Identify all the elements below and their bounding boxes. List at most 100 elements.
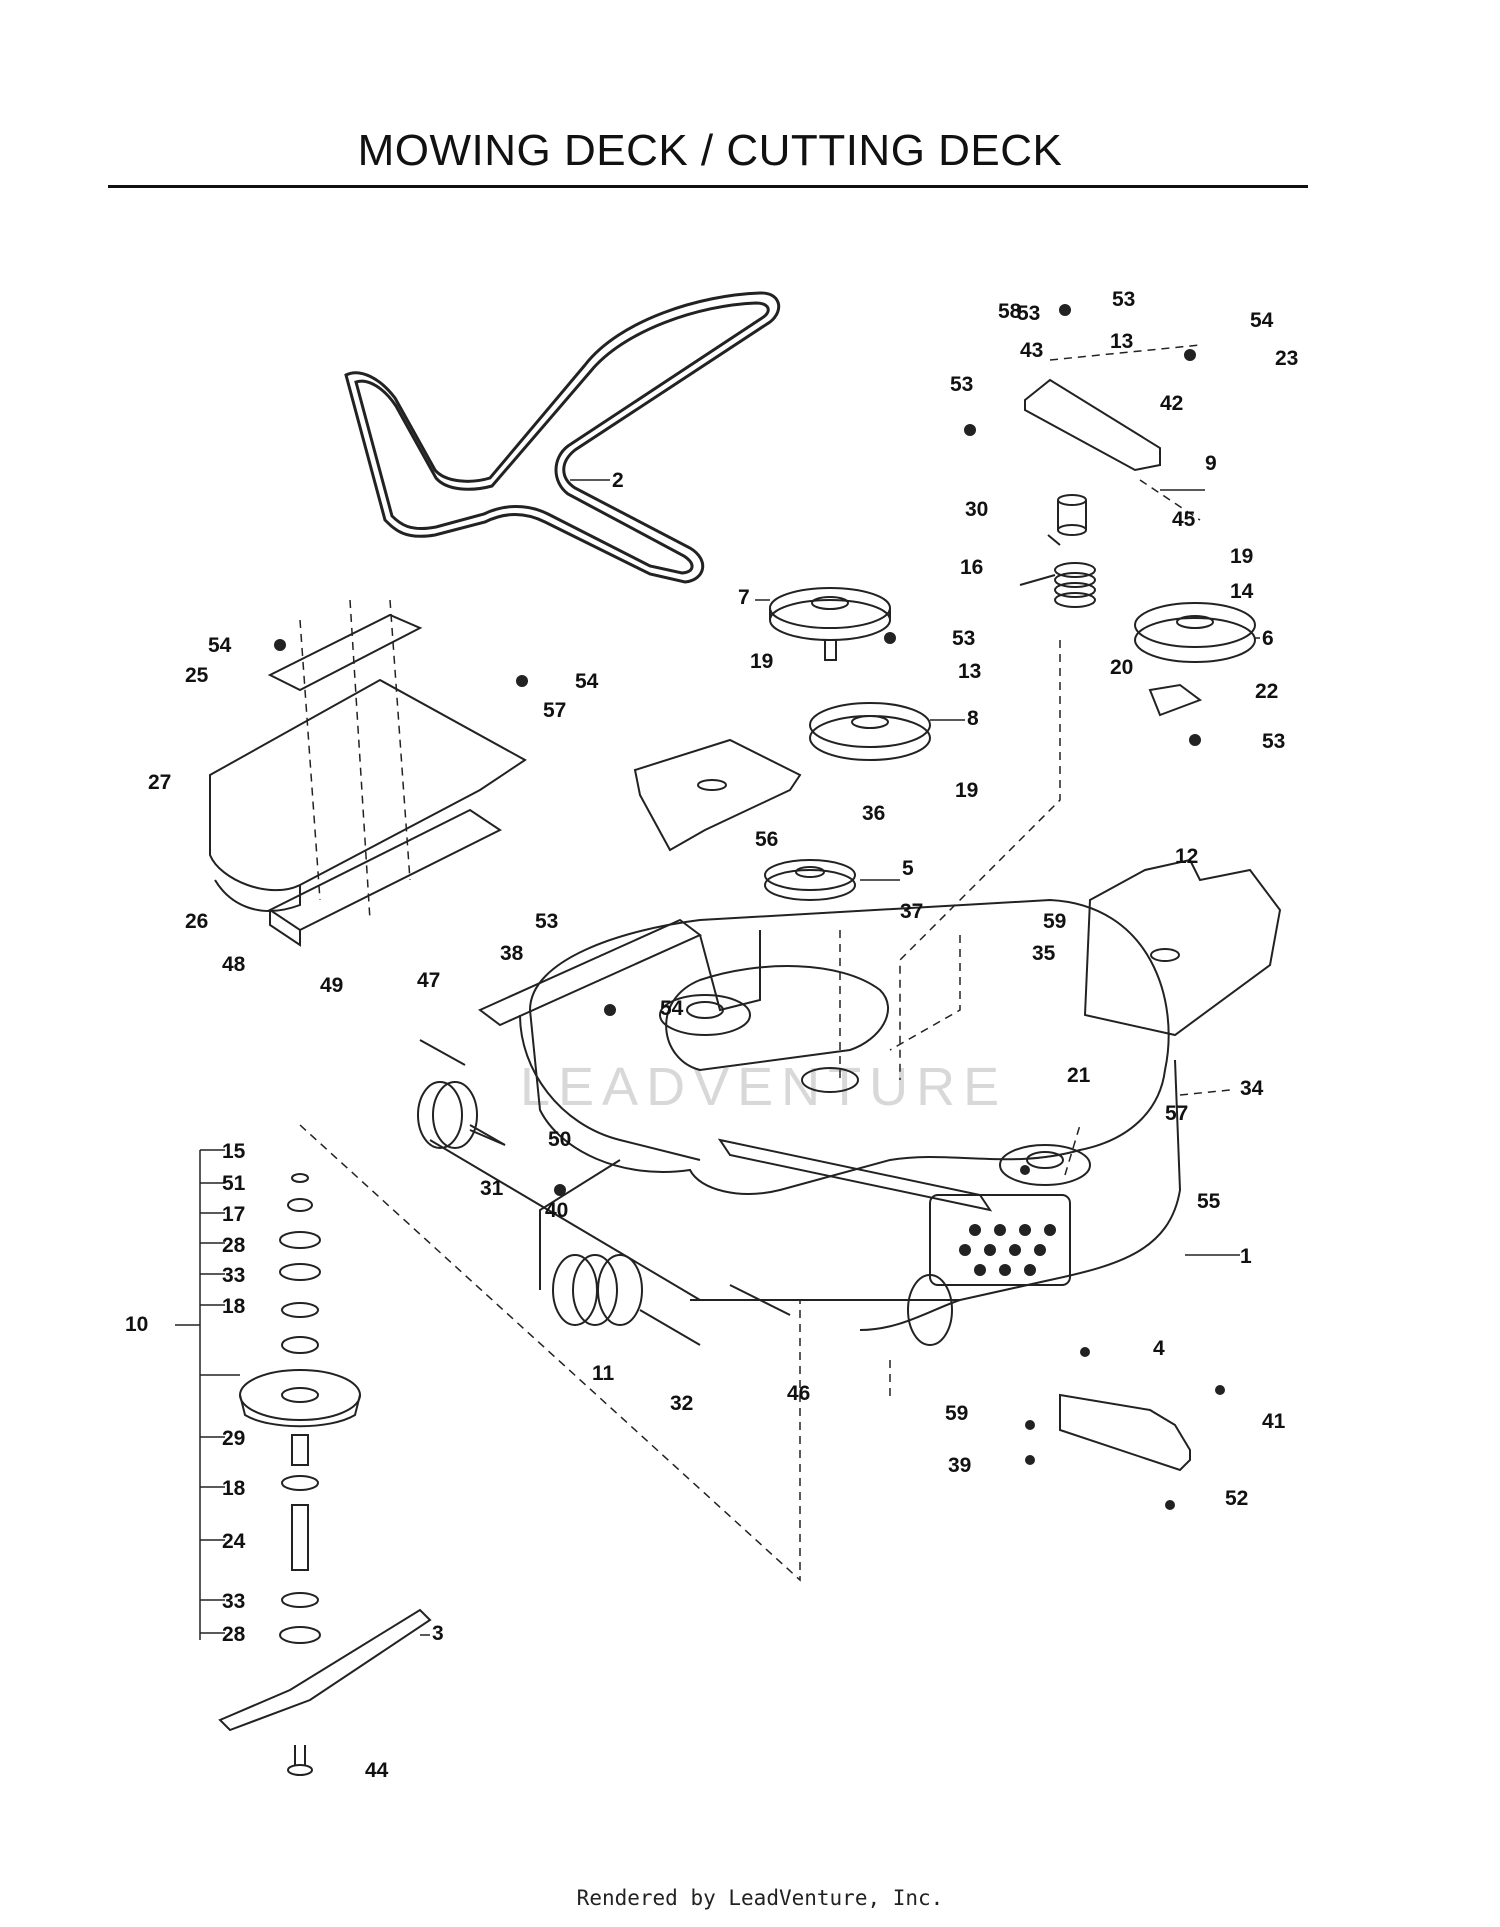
watermark: LEADVENTURE: [520, 1057, 1007, 1117]
callout-51: 51: [222, 1172, 246, 1195]
drive-pulley-6: [1134, 602, 1256, 663]
callout-8: 8: [967, 707, 979, 730]
callout-53f: 53: [1017, 302, 1040, 325]
idler-pulley-7: [769, 587, 891, 661]
callout-10: 10: [125, 1313, 148, 1336]
assembly-lines: [299, 344, 1231, 1582]
callout-13b: 13: [958, 660, 981, 683]
callout-1: 1: [1240, 1245, 1252, 1268]
callout-55: 55: [1197, 1190, 1221, 1213]
callout-28: 28: [222, 1234, 246, 1257]
callout-53d: 53: [1262, 730, 1285, 753]
callout-13: 13: [1110, 330, 1133, 353]
callout-4: 4: [1153, 1337, 1165, 1360]
callout-57b: 57: [1165, 1102, 1188, 1125]
callout-30: 30: [965, 498, 988, 521]
callout-47: 47: [417, 969, 440, 992]
callout-18b: 18: [222, 1477, 246, 1500]
belt-cover-left: [633, 738, 802, 852]
callout-19: 19: [1230, 545, 1253, 568]
idler-pulley-8: [809, 702, 931, 761]
callout-2: 2: [612, 469, 624, 492]
title-rule: [108, 185, 1308, 188]
callout-28b: 28: [222, 1623, 246, 1646]
callout-36: 36: [862, 802, 885, 825]
callout-3: 3: [432, 1622, 444, 1645]
callout-54d: 54: [660, 997, 684, 1020]
callout-54c: 54: [575, 670, 599, 693]
callout-40: 40: [545, 1199, 568, 1222]
callout-25: 25: [185, 664, 209, 687]
callout-5: 5: [902, 857, 914, 880]
spring-16: [1019, 534, 1096, 608]
axles: [419, 1039, 791, 1346]
callout-11: 11: [592, 1362, 615, 1385]
callout-53e: 53: [535, 910, 558, 933]
callout-16: 16: [960, 556, 983, 579]
callout-38: 38: [500, 942, 524, 965]
callout-35: 35: [1032, 942, 1056, 965]
callout-labels: 1 2 3 4 5 6 7 8 9 10 11 12 13 13 14 15 1…: [125, 288, 1298, 1782]
bracket-25: [267, 613, 423, 692]
idler-arm-9: [1024, 378, 1161, 472]
callout-31: 31: [480, 1177, 504, 1200]
callout-14: 14: [1230, 580, 1254, 603]
bracket-4: [1059, 1393, 1191, 1472]
front-bar: [478, 918, 761, 1027]
bolt-44: [287, 1745, 313, 1776]
callout-17: 17: [222, 1203, 245, 1226]
callout-37: 37: [900, 900, 923, 923]
callout-6: 6: [1262, 627, 1274, 650]
drive-belt: [344, 291, 781, 584]
callout-29: 29: [222, 1427, 245, 1450]
callout-27: 27: [148, 771, 171, 794]
callout-59b: 59: [945, 1402, 968, 1425]
callout-34: 34: [1240, 1077, 1264, 1100]
gauge-wheels: [417, 1081, 953, 1346]
callout-42: 42: [1160, 392, 1183, 415]
bracket-26: [268, 808, 502, 947]
deck-housing: [429, 898, 1182, 1331]
callout-39: 39: [948, 1454, 971, 1477]
drive-pulley-5: [764, 859, 856, 901]
callout-53c: 53: [952, 627, 975, 650]
footer-credit: Rendered by LeadVenture, Inc.: [576, 1886, 944, 1910]
callout-49: 49: [320, 974, 343, 997]
callout-19c: 19: [955, 779, 978, 802]
callout-12: 12: [1175, 845, 1198, 868]
blade-3: [218, 1608, 432, 1732]
callout-15: 15: [222, 1140, 246, 1163]
leader-lines: [175, 479, 1260, 1640]
page-title: MOWING DECK / CUTTING DECK: [357, 126, 1063, 175]
callout-57a: 57: [543, 699, 566, 722]
callout-52: 52: [1225, 1487, 1248, 1510]
callout-26: 26: [185, 910, 208, 933]
spacer-30: [1057, 494, 1087, 536]
callout-32: 32: [670, 1392, 693, 1415]
callout-19b: 19: [750, 650, 773, 673]
callout-9: 9: [1205, 452, 1217, 475]
callout-59a: 59: [1043, 910, 1066, 933]
rear-bar: [717, 1138, 993, 1212]
callout-54b: 54: [208, 634, 232, 657]
callout-56: 56: [755, 828, 778, 851]
callout-22: 22: [1255, 680, 1278, 703]
callout-53b: 53: [950, 373, 973, 396]
callout-18: 18: [222, 1295, 246, 1318]
bracket-22: [1148, 683, 1203, 717]
callout-54a: 54: [1250, 309, 1274, 332]
belt-guard-27: [209, 678, 527, 912]
callout-33b: 33: [222, 1590, 245, 1613]
spindle-assembly: [239, 1173, 361, 1644]
callout-44: 44: [365, 1759, 389, 1782]
belt-cover-right-12: [1083, 858, 1282, 1037]
callout-33: 33: [222, 1264, 245, 1287]
callout-23: 23: [1275, 347, 1298, 370]
callout-20: 20: [1110, 656, 1133, 679]
callout-58: 58: [998, 300, 1022, 323]
callout-53a: 53: [1112, 288, 1135, 311]
callout-7: 7: [738, 586, 750, 609]
callout-50: 50: [548, 1128, 571, 1151]
callout-46: 46: [787, 1382, 810, 1405]
